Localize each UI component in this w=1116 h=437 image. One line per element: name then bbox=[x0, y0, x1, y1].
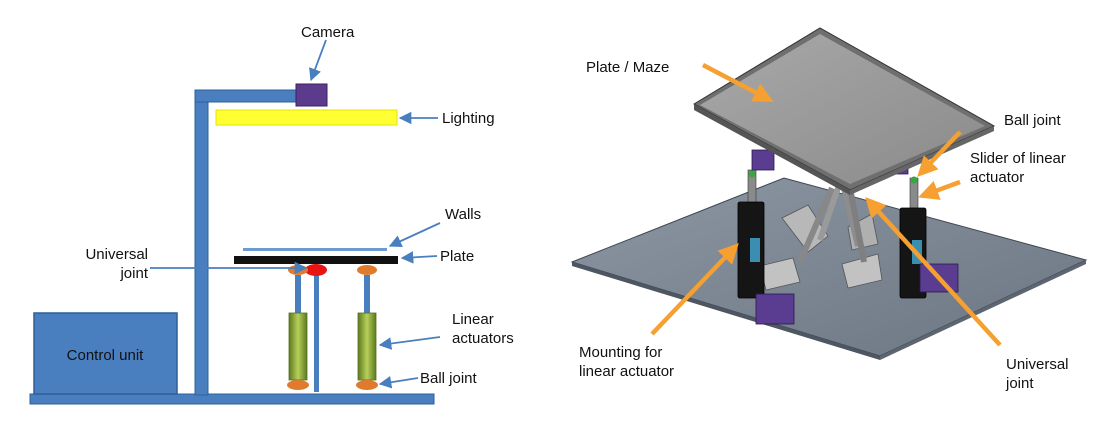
right-render: Plate / Maze Ball joint Slider of linear… bbox=[570, 27, 1088, 392]
leader-linear-actuators bbox=[378, 336, 441, 350]
universal-joint-label-line2: joint bbox=[119, 265, 148, 282]
maze-plate-top bbox=[700, 34, 985, 184]
control-unit-label: Control unit bbox=[67, 347, 145, 364]
under-plate-block-left bbox=[751, 149, 775, 171]
base-platform bbox=[570, 177, 1088, 357]
ball-joint-label: Ball joint bbox=[420, 370, 478, 387]
universal-joint-right-label-line2: joint bbox=[1005, 375, 1034, 392]
stand-rod-2 bbox=[817, 187, 841, 241]
ball-joint-right-label: Ball joint bbox=[1004, 112, 1062, 129]
walls-line bbox=[243, 248, 387, 251]
leader-ball-joint-right bbox=[917, 130, 962, 177]
camera-label: Camera bbox=[301, 24, 355, 41]
ball-joint-top-right bbox=[357, 265, 377, 275]
ball-joint-bottom-right bbox=[356, 380, 378, 390]
ball-joint-top-left bbox=[288, 265, 308, 275]
universal-joint-dot bbox=[305, 264, 327, 276]
leader-plate bbox=[400, 251, 438, 264]
actuator-body-right bbox=[357, 312, 377, 381]
leader-mounting bbox=[650, 243, 739, 336]
walls-label: Walls bbox=[445, 206, 481, 223]
plate-label: Plate bbox=[440, 248, 474, 265]
support-arm bbox=[194, 89, 299, 103]
leader-ball-joint bbox=[378, 376, 419, 389]
control-unit-box bbox=[33, 312, 178, 395]
slider-label-line2: actuator bbox=[970, 169, 1024, 186]
slider-label-line1: Slider of linear bbox=[970, 150, 1066, 167]
universal-joint-label-line1: Universal bbox=[85, 246, 148, 263]
mount-block-1 bbox=[781, 204, 829, 253]
right-actuator-top-joint bbox=[910, 176, 918, 184]
linear-actuators-label-line1: Linear bbox=[452, 311, 494, 328]
base-floor bbox=[29, 393, 435, 405]
stand-rod-1 bbox=[797, 186, 835, 264]
mounting-label-line2: linear actuator bbox=[579, 363, 674, 380]
left-actuator-label-strip bbox=[750, 238, 760, 262]
plate-maze-label: Plate / Maze bbox=[586, 59, 669, 76]
universal-joint-right-label-line1: Universal bbox=[1006, 356, 1069, 373]
base-platform-edge bbox=[572, 262, 880, 360]
maze-plate-front-edge bbox=[694, 104, 850, 195]
leader-universal-joint-right bbox=[865, 197, 1002, 347]
left-actuator-mount bbox=[755, 293, 795, 325]
stand-rod-3 bbox=[841, 187, 861, 247]
leader-camera bbox=[309, 39, 327, 82]
leader-slider bbox=[918, 179, 961, 200]
plate-bar bbox=[234, 256, 398, 264]
base-platform-edge-right bbox=[880, 260, 1086, 360]
actuator-rod-right bbox=[364, 275, 370, 313]
leader-walls bbox=[388, 222, 441, 247]
stand-rod-4 bbox=[847, 187, 867, 263]
lighting-label: Lighting bbox=[442, 110, 495, 127]
leader-plate-maze bbox=[701, 63, 774, 102]
camera-box bbox=[295, 83, 328, 107]
support-post bbox=[194, 89, 209, 396]
left-schematic: Control unit Camera Lighting Walls bbox=[29, 24, 514, 405]
mounting-label-line1: Mounting for bbox=[579, 344, 662, 361]
actuator-rod-left bbox=[295, 275, 301, 313]
ball-joint-bottom-left bbox=[287, 380, 309, 390]
linear-actuators-label-line2: actuators bbox=[452, 330, 514, 347]
left-actuator-top-joint bbox=[748, 170, 756, 178]
lighting-bar bbox=[215, 109, 398, 126]
actuator-body-left bbox=[288, 312, 308, 381]
center-column bbox=[314, 272, 319, 392]
